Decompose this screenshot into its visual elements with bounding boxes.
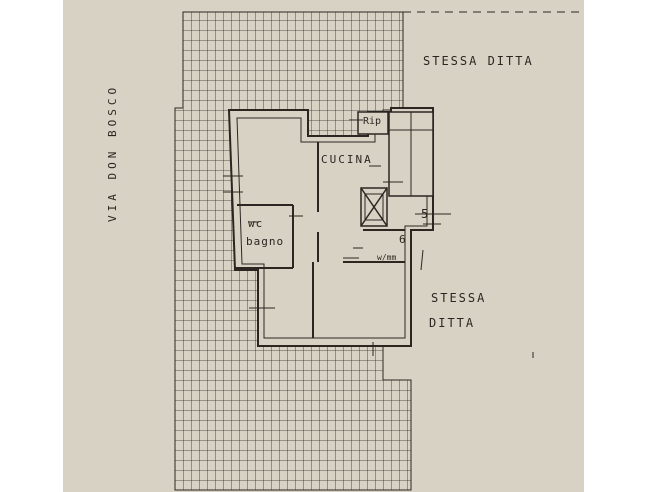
marker-6: 6 bbox=[399, 233, 408, 246]
neighbor-right-label-line1: STESSA bbox=[431, 291, 487, 305]
interior-partitions bbox=[235, 142, 405, 338]
neighbor-top-label: STESSA DITTA bbox=[423, 54, 534, 68]
storage-label: Rip bbox=[363, 116, 382, 127]
door-ticks bbox=[223, 119, 451, 356]
lift-shaft bbox=[360, 187, 388, 227]
street-label: VIA DON BOSCO bbox=[106, 83, 119, 222]
floor-plan-drawing bbox=[174, 11, 584, 491]
marker-6-note: w/mm bbox=[377, 253, 397, 262]
storage-room bbox=[357, 111, 389, 135]
wc-label-line1: wc bbox=[248, 217, 264, 230]
kitchen-label: CUCINA bbox=[321, 153, 373, 166]
floor-plan-sheet: VIA DON BOSCO STESSA DITTA STESSA DITTA … bbox=[63, 0, 584, 492]
wc-label-line2: bagno bbox=[246, 235, 285, 248]
neighbor-right-label-line2: DITTA bbox=[429, 316, 476, 330]
marker-5: 5 bbox=[421, 207, 431, 221]
